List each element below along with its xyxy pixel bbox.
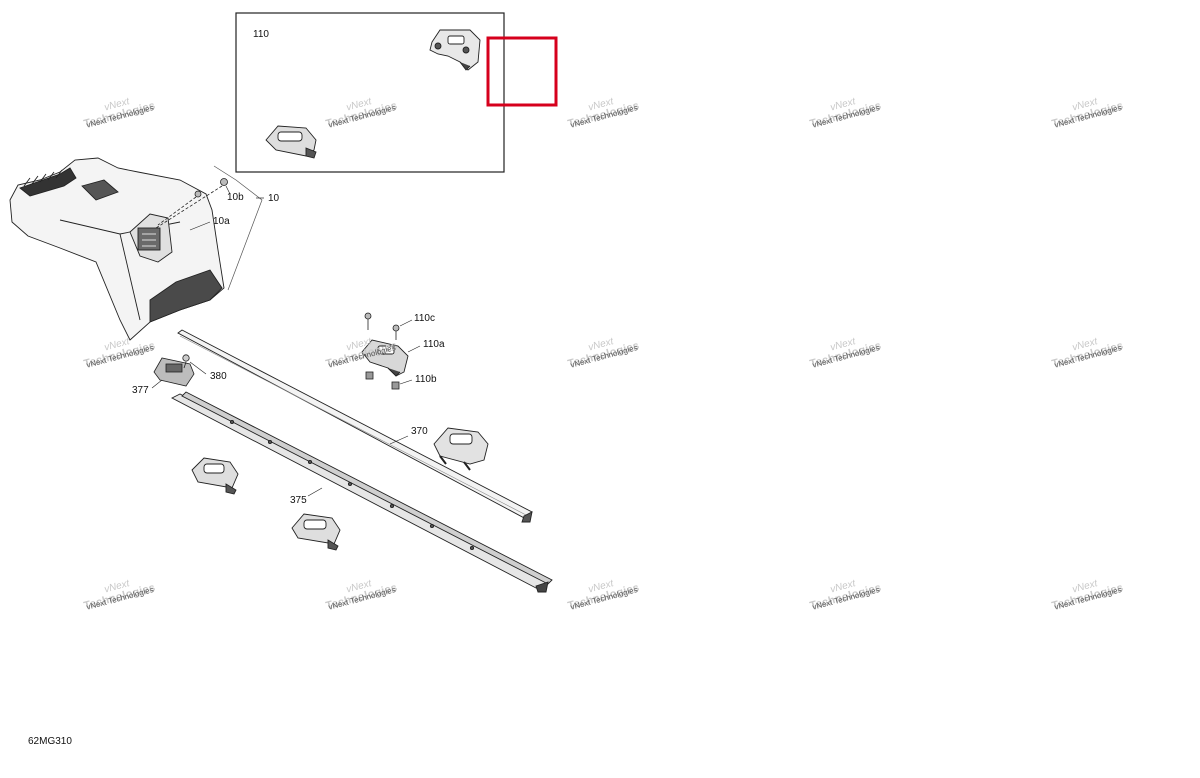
leader-110a [407,345,421,353]
leader-370 [389,435,409,445]
callout-110b: 110b [415,374,437,385]
screw-10b [155,178,228,229]
kit-110-top-bracket [429,29,481,71]
callout-10a: 10a [213,216,230,227]
callout-370: 370 [411,426,428,437]
bracket-110a [361,339,409,377]
leader-377 [151,379,163,389]
leader-110c [399,319,413,327]
highlight-box[interactable] [486,36,558,107]
leader-bracket-10 [213,165,263,291]
kit-110-inset-box [235,12,505,173]
rail-bracket-left [191,457,239,495]
leader-10b [225,185,231,195]
rail-bracket-lower [291,513,341,551]
diagram-code: 62MG310 [28,736,72,747]
nut-110b [365,371,400,390]
leader-110b [399,379,413,385]
leader-375 [307,487,323,497]
leader-380 [189,361,207,375]
callout-110a: 110a [423,339,445,350]
callout-375: 375 [290,495,307,506]
rail-bracket-upper [433,427,489,471]
callout-377: 377 [132,385,149,396]
callout-10b: 10b [227,192,244,203]
callout-110: 110 [253,29,269,40]
rail-370 [177,329,533,523]
callout-10: 10 [268,193,280,204]
screw-110c [364,312,400,340]
screw-380 [182,354,190,369]
callout-110c: 110c [414,313,435,324]
body-panel-10a [9,157,225,341]
callout-380: 380 [210,371,227,382]
kit-110-bottom-bracket [265,125,317,159]
leader-10a [189,221,211,231]
clip-377 [153,357,195,387]
rail-375 [171,391,553,593]
